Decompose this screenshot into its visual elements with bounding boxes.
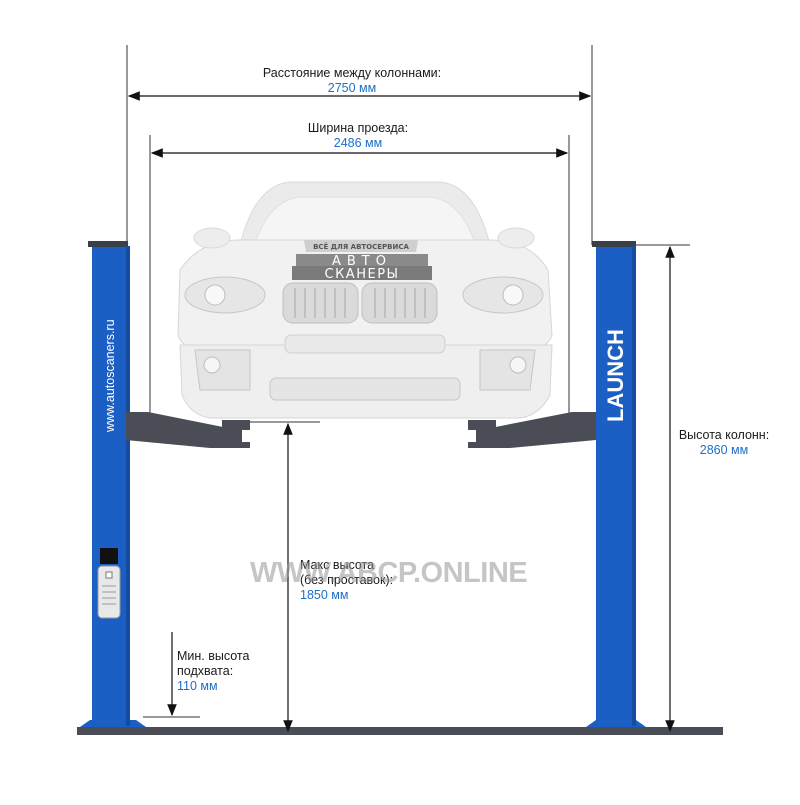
dimension-arrows <box>127 91 675 733</box>
drive-width-label: Ширина проезда: 2486 мм <box>307 121 409 150</box>
right-lift-arm <box>468 412 596 448</box>
right-column: LAUNCH <box>586 241 646 727</box>
left-column: www.autoscaners.ru <box>80 241 146 727</box>
column-height-label: Высота колонн: 2860 мм <box>678 428 770 457</box>
max-height-label: Макс высота (без проставок): 1850 мм <box>300 558 394 602</box>
left-lift-arm <box>126 412 250 448</box>
min-height-label: Мин. высота подхвата: 110 мм <box>177 649 250 693</box>
watermark-text: WWW.ABCP.ONLINE <box>250 557 528 589</box>
site-vertical-text: www.autoscaners.ru <box>103 319 117 433</box>
car-illustration <box>177 181 553 419</box>
svg-text:АВТО: АВТО <box>332 254 392 269</box>
brand-vertical-text: LAUNCH <box>603 329 628 422</box>
svg-text:СКАНЕРЫ: СКАНЕРЫ <box>325 267 400 282</box>
floor-bar <box>77 727 723 735</box>
svg-text:ВСЁ ДЛЯ АВТОСЕРВИСА: ВСЁ ДЛЯ АВТОСЕРВИСА <box>313 242 409 251</box>
plate-logo: ВСЁ ДЛЯ АВТОСЕРВИСА АВТО СКАНЕРЫ <box>292 240 432 282</box>
column-distance-label: Расстояние между колоннами: 2750 мм <box>262 66 442 95</box>
